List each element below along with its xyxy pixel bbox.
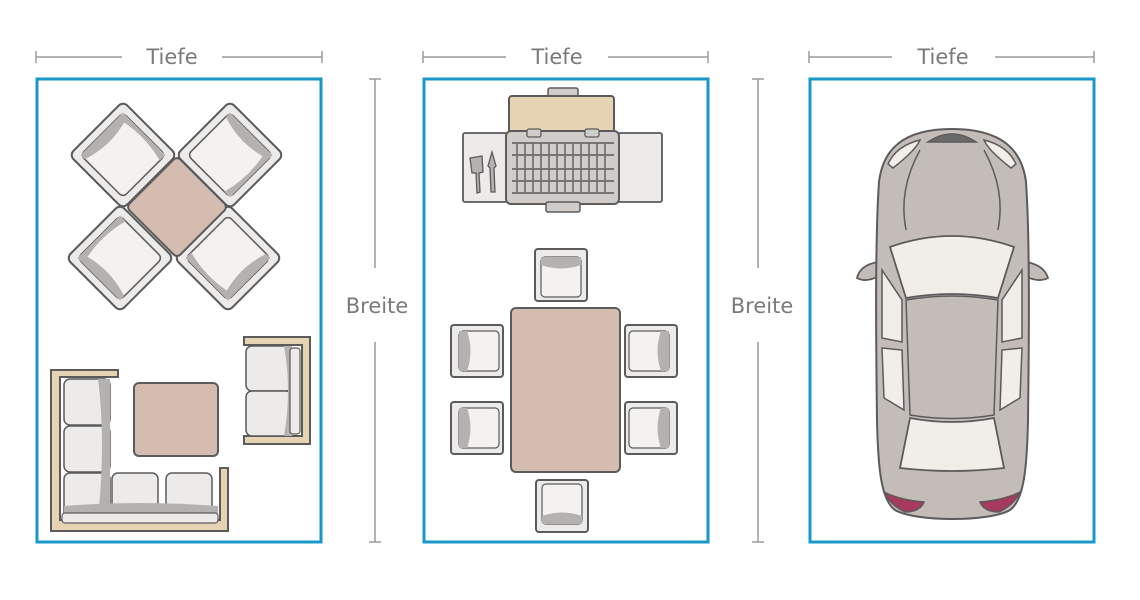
grill-icon [462,87,663,213]
depth-dimension-3: Tiefe [808,45,1095,69]
lounge-group [65,100,285,313]
dining-chair-icon [450,324,504,378]
lounge-table [127,157,227,257]
width-label: Breite [346,294,409,318]
dining-table [510,307,621,473]
dining-chair-icon [534,248,588,302]
width-label: Breite [731,294,794,318]
depth-label: Tiefe [916,45,968,69]
car-icon [855,127,1050,520]
fork-icon [487,149,497,193]
coffee-table [133,382,219,457]
dining-chair-icon [450,401,504,455]
bench-sofa-icon [243,336,311,445]
panel-patio-lounge: Tiefe [35,45,323,544]
dining-chair-icon [624,401,678,455]
width-dimension-2: Breite [731,78,794,543]
width-dimension-1: Breite [346,78,409,543]
sofa-icon [50,369,229,532]
panel-car-parking: Tiefe [808,45,1096,544]
depth-label: Tiefe [145,45,197,69]
dining-chair-icon [624,324,678,378]
spatula-icon [469,155,484,194]
depth-label: Tiefe [530,45,582,69]
depth-dimension-2: Tiefe [422,45,709,69]
panel-grill-dining: Tiefe [422,45,710,544]
dining-chair-icon [535,479,589,533]
depth-dimension-1: Tiefe [35,45,323,69]
